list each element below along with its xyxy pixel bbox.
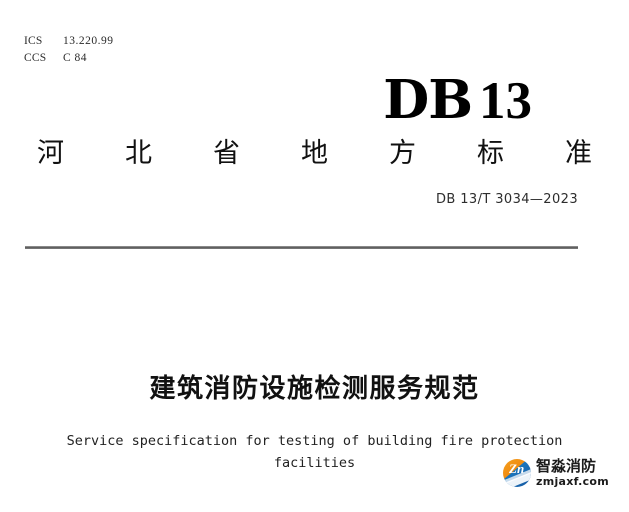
document-title-en: Service specification for testing of bui… <box>50 430 579 474</box>
watermark-badge-icon: Zn <box>503 459 531 487</box>
document-title-en-line2: facilities <box>273 455 356 471</box>
province-char: 方 <box>389 138 416 169</box>
watermark-site: zmjaxf.com <box>536 475 610 488</box>
province-standard-header: 河北省地方标准 <box>0 136 629 172</box>
ics-label: ICS <box>24 35 43 47</box>
province-char: 河 <box>37 138 64 169</box>
province-char: 北 <box>125 138 152 169</box>
document-title-en-line1: Service specification for testing of bui… <box>66 433 563 449</box>
standard-number: DB 13/T 3034—2023 <box>435 192 578 207</box>
ics-row: ICS 13.220.99 <box>24 33 114 50</box>
ccs-value: C 84 <box>63 52 88 64</box>
ccs-label: CCS <box>24 52 47 64</box>
watermark-name: 智淼消防 <box>536 457 597 475</box>
ics-value: 13.220.99 <box>63 35 114 47</box>
province-char: 省 <box>213 138 240 169</box>
watermark-text: 智淼消防 zmjaxf.com <box>536 458 609 488</box>
ccs-row: CCS C 84 <box>24 50 114 67</box>
province-char: 标 <box>477 138 504 169</box>
province-char: 地 <box>301 138 328 169</box>
watermark-logo: Zn 智淼消防 zmjaxf.com <box>503 458 609 488</box>
header-divider <box>25 246 578 249</box>
document-title-cn: 建筑消防设施检测服务规范 <box>149 374 480 404</box>
province-char: 准 <box>565 138 592 169</box>
watermark-badge-letter: Zn <box>509 461 525 476</box>
classification-block: ICS 13.220.99 CCS C 84 <box>24 33 114 67</box>
db-mark-number: 13 <box>479 72 532 130</box>
db-mark-letters: DB <box>383 69 473 131</box>
